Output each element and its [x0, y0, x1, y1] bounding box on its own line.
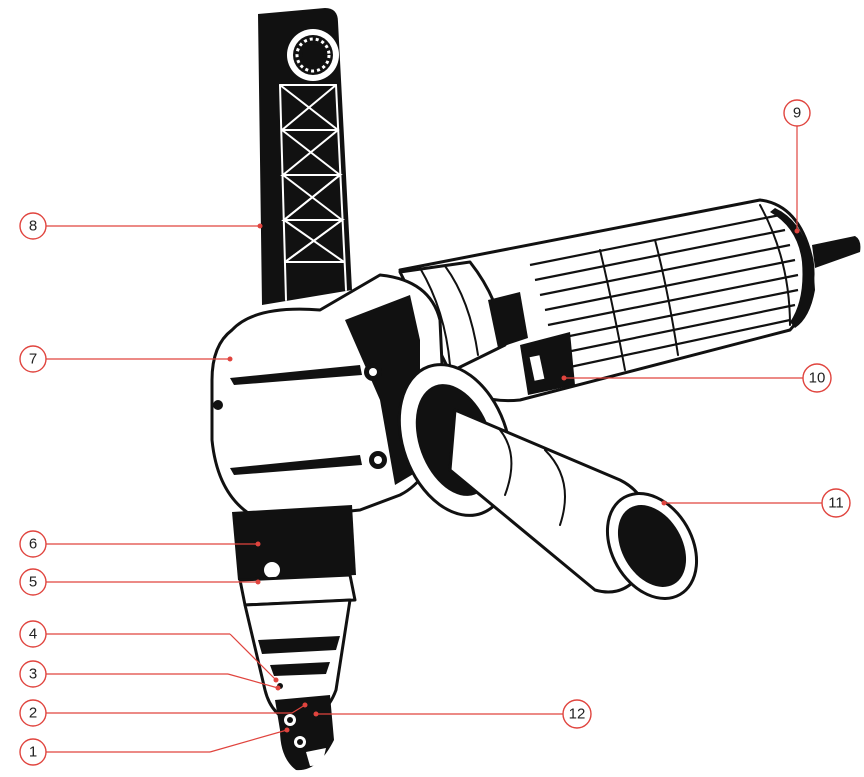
- callout-label-9: 9: [793, 105, 801, 122]
- callouts: 1 2 3 4 5: [19, 99, 851, 766]
- callout-label-5: 5: [29, 574, 37, 591]
- callout-label-12: 12: [569, 706, 586, 723]
- callout-label-2: 2: [29, 705, 37, 722]
- callout-3: 3: [19, 660, 281, 691]
- callout-10: 10: [561, 363, 832, 393]
- callout-label-11: 11: [828, 495, 844, 512]
- callout-9: 9: [783, 99, 811, 234]
- top-handle: [258, 8, 352, 305]
- side-handle: [397, 363, 699, 600]
- motor-housing: [398, 198, 861, 403]
- callout-1: 1: [19, 727, 290, 766]
- callout-label-4: 4: [29, 626, 37, 643]
- callout-label-3: 3: [29, 666, 37, 683]
- callout-7: 7: [19, 345, 233, 373]
- collar: [232, 505, 357, 724]
- callout-label-1: 1: [29, 744, 37, 761]
- callout-label-8: 8: [29, 218, 37, 235]
- callout-4: 4: [19, 620, 279, 683]
- callout-8: 8: [19, 212, 263, 240]
- callout-5: 5: [19, 568, 261, 596]
- callout-2: 2: [19, 699, 308, 727]
- callout-11: 11: [661, 488, 851, 518]
- callout-label-6: 6: [29, 536, 37, 553]
- callout-label-10: 10: [809, 370, 826, 387]
- callout-label-7: 7: [29, 351, 37, 368]
- callout-6: 6: [19, 530, 261, 558]
- callout-12: 12: [313, 699, 592, 729]
